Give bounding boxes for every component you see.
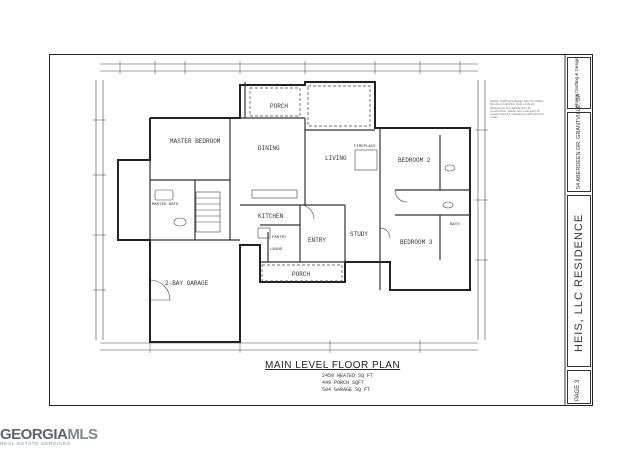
- drawing-sheet: [49, 54, 593, 406]
- room-garage: 2-BAY GARAGE: [165, 280, 209, 287]
- room-laundry: LAUND: [270, 248, 283, 252]
- page-block: PAGE 3: [567, 370, 591, 404]
- designer-block: Abston Drafting & Design: [567, 57, 591, 109]
- garage-area: 504 GARAGE SQ FT: [322, 387, 371, 393]
- room-living: LIVING: [325, 155, 347, 162]
- address-block: 54 ABERDEEN DR. GRANTVILLE, GA: [567, 94, 591, 192]
- floor-plan-title: MAIN LEVEL FLOOR PLAN: [265, 360, 401, 371]
- room-bath: BATH: [450, 223, 460, 227]
- project-name: HEIS, LLC RESIDENCE: [573, 213, 585, 352]
- logo-brand-accent: MLS: [67, 426, 98, 443]
- room-pantry: PANTRY: [272, 236, 287, 240]
- site-address: 54 ABERDEEN DR. GRANTVILLE, GA: [576, 93, 582, 189]
- room-dining: DINING: [258, 145, 280, 152]
- porch-area: 449 PORCH SQFT: [322, 380, 365, 386]
- logo-brand-main: GEORGIA: [0, 426, 68, 443]
- room-fireplace: FIREPLACE: [354, 145, 376, 149]
- room-porch-rear: PORCH: [270, 103, 288, 110]
- page-number: PAGE 3: [575, 379, 581, 401]
- room-study: STUDY: [350, 231, 368, 238]
- georgia-mls-logo: GEORGIAMLS REAL ESTATE SERVICES: [0, 426, 98, 446]
- room-entry: ENTRY: [308, 237, 326, 244]
- room-master-bath: MASTER BATH: [152, 203, 179, 207]
- project-block: HEIS, LLC RESIDENCE: [567, 195, 591, 367]
- room-bedroom-3: BEDROOM 3: [400, 239, 433, 246]
- room-master-bedroom: MASTER BEDROOM: [170, 138, 221, 145]
- general-notes: Abston Drafting & Design has not visited…: [490, 100, 544, 120]
- room-bedroom-2: BEDROOM 2: [398, 157, 431, 164]
- room-porch-front: PORCH: [292, 271, 310, 278]
- logo-subtitle: REAL ESTATE SERVICES: [0, 441, 71, 446]
- heated-area: 2450 HEATED SQ FT: [322, 373, 374, 379]
- room-kitchen: KITCHEN: [258, 213, 284, 220]
